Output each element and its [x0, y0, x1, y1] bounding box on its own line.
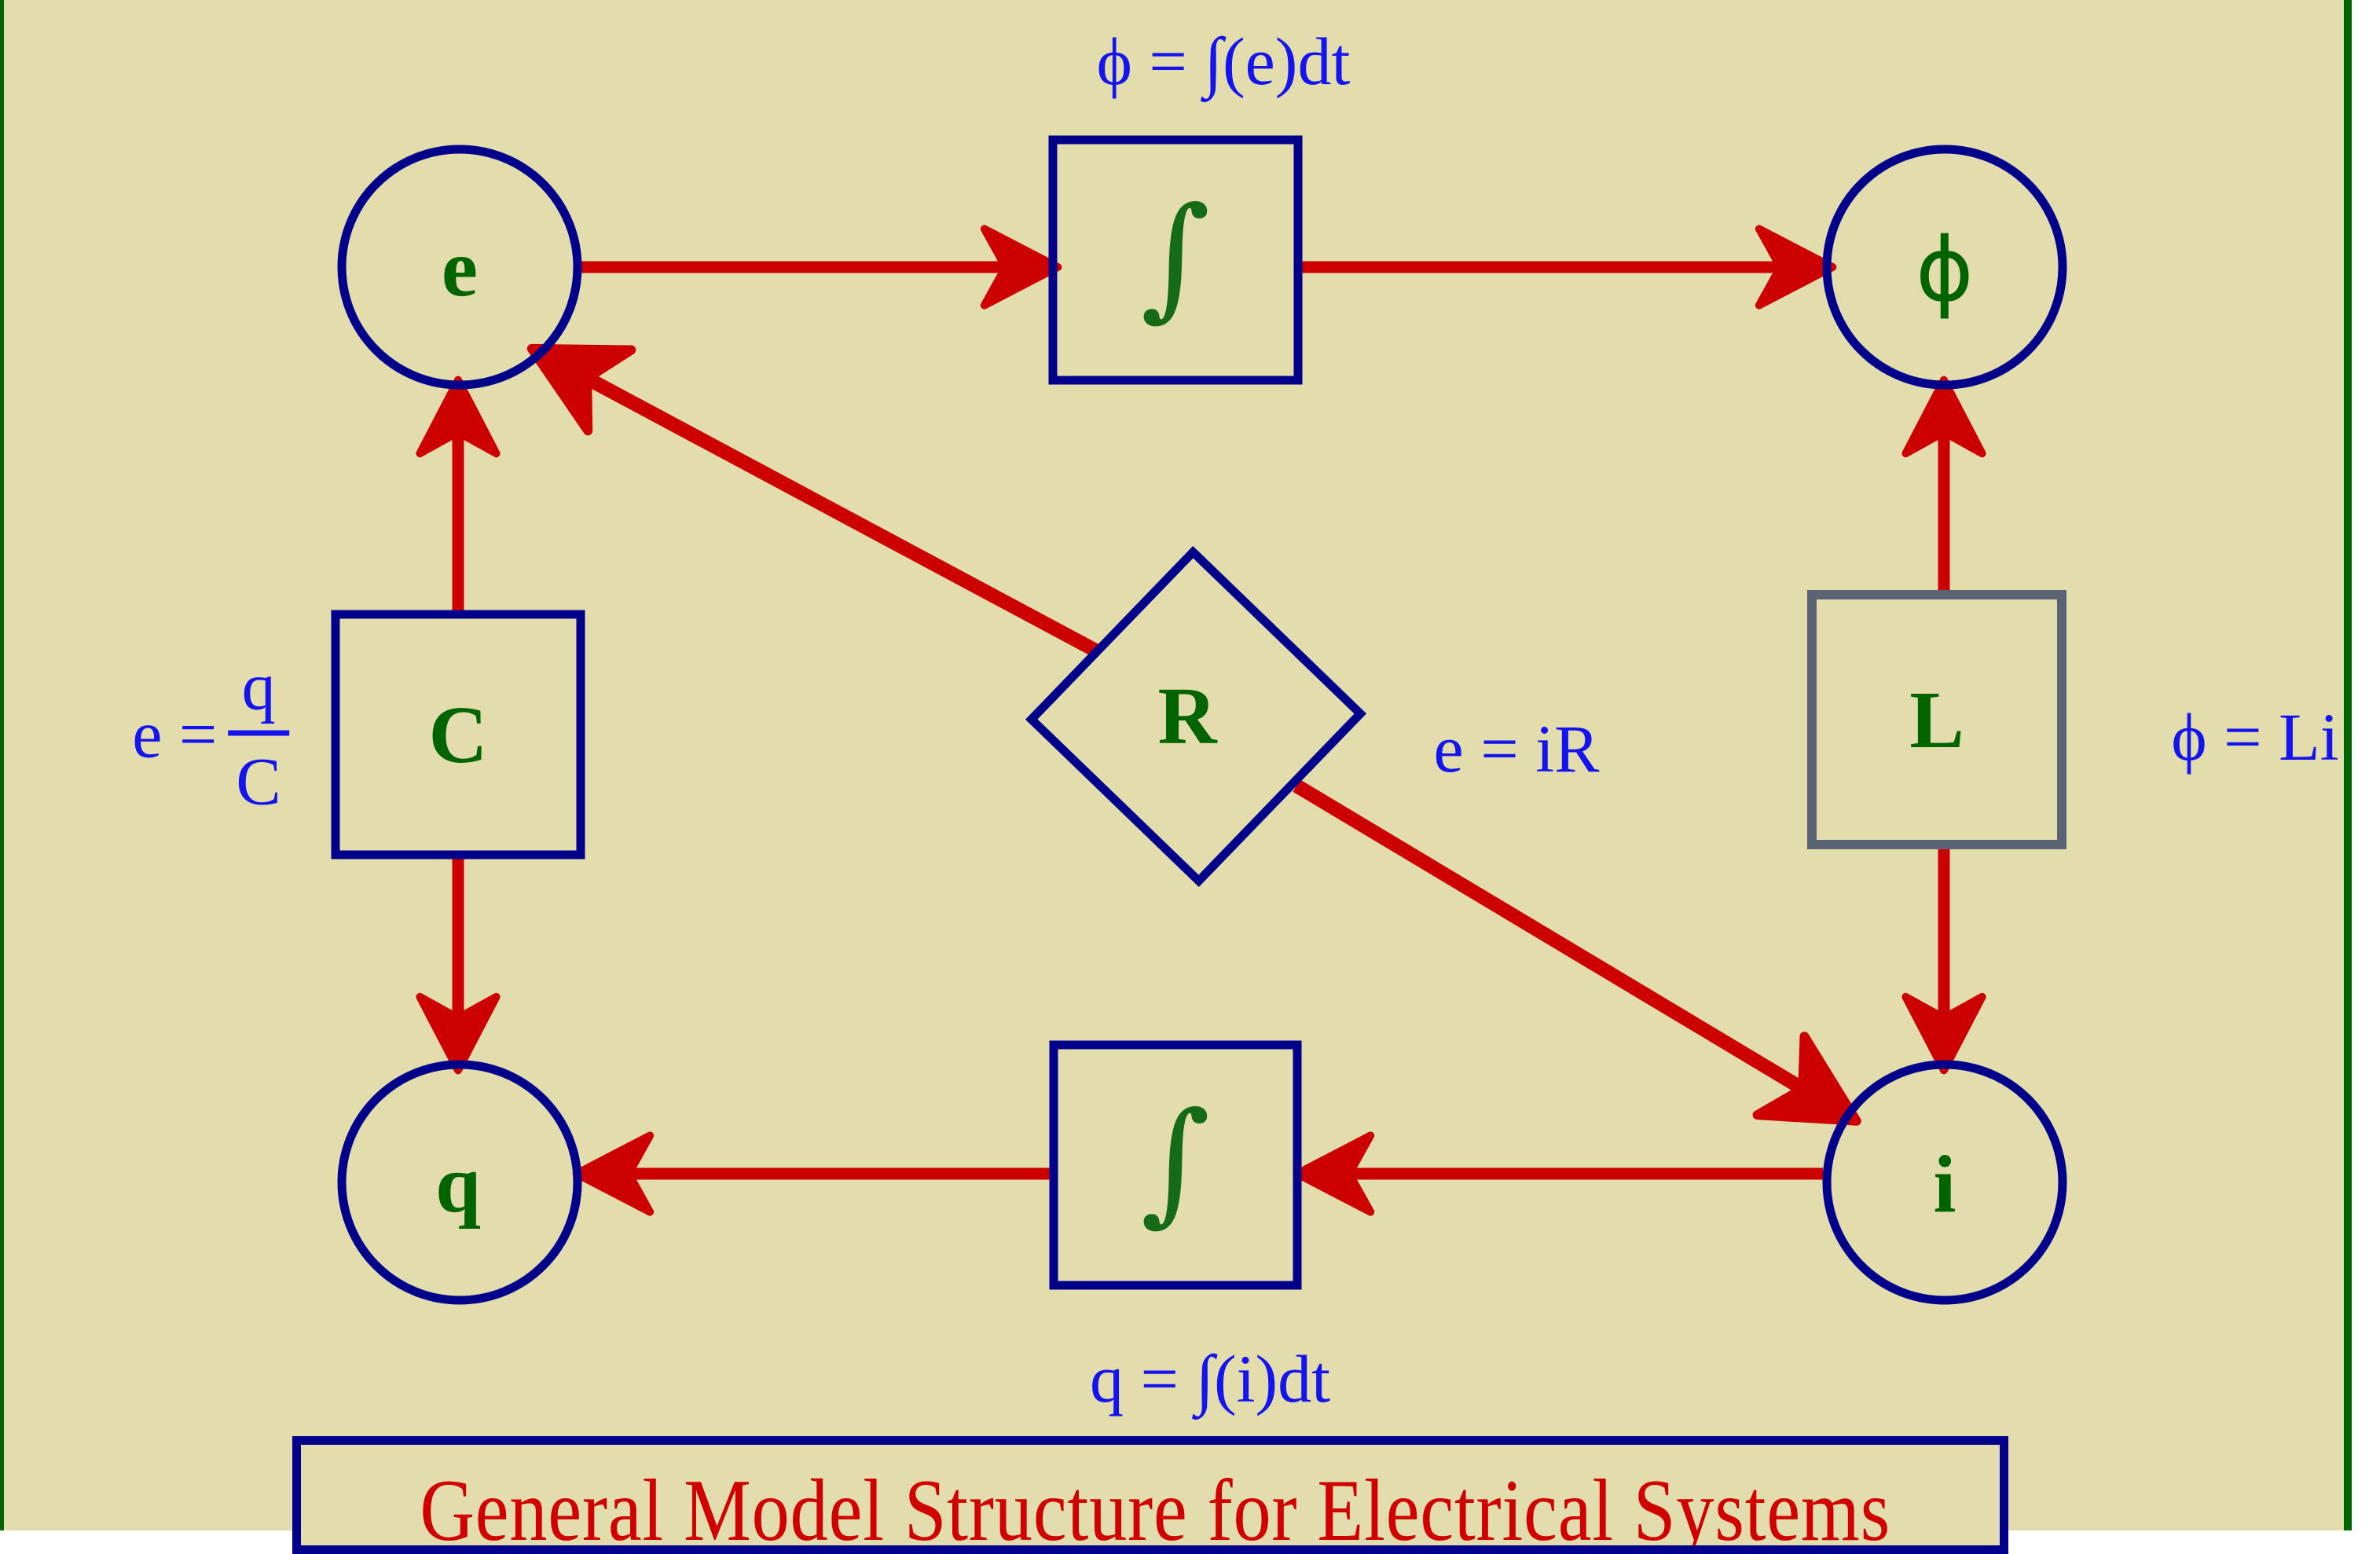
node-label-i: i	[1933, 1139, 1956, 1230]
fraction-numerator: q	[241, 648, 276, 724]
node-label-e: e	[441, 223, 479, 313]
formula-e-equals-q-over-C: e = q C	[132, 647, 289, 821]
node-phi-circle	[1822, 145, 2067, 390]
fraction-bar	[228, 730, 289, 736]
node-int-bottom-square	[1049, 1040, 1302, 1290]
formula-phi-equals-Li: ϕ = Li	[2171, 699, 2339, 775]
fraction-denominator: C	[236, 743, 281, 819]
node-q-circle	[337, 1060, 582, 1305]
node-L-square	[1807, 590, 2066, 849]
node-e-circle	[337, 145, 582, 390]
page-title: General Model Structure for Electrical S…	[420, 1462, 1891, 1554]
edge-R-to-i	[1293, 779, 1861, 1126]
fraction: q C	[228, 647, 289, 821]
node-R-diamond	[1025, 545, 1367, 888]
node-label-integral-top: ∫	[1140, 178, 1211, 335]
page-right-margin	[2352, 0, 2380, 1530]
formula-e-equals-iR: e = iR	[1433, 711, 1600, 786]
node-label-q: q	[435, 1139, 481, 1230]
node-label-L: L	[1909, 675, 1964, 765]
title-plate: General Model Structure for Electrical S…	[292, 1436, 2008, 1554]
node-label-phi: ϕ	[1916, 219, 1974, 321]
fraction-lead: e =	[132, 696, 218, 772]
formula-phi-integral-e: ϕ = ∫(e)dt	[1096, 24, 1351, 99]
node-label-R: R	[1157, 671, 1217, 761]
node-int-top-square	[1048, 135, 1303, 385]
node-C-square	[331, 610, 585, 859]
node-label-integral-bottom: ∫	[1140, 1083, 1211, 1240]
edge-R-to-e	[526, 343, 1102, 658]
formula-q-integral-i: q = ∫(i)dt	[1089, 1341, 1331, 1417]
node-i-circle	[1822, 1060, 2067, 1305]
node-label-C: C	[428, 690, 488, 780]
